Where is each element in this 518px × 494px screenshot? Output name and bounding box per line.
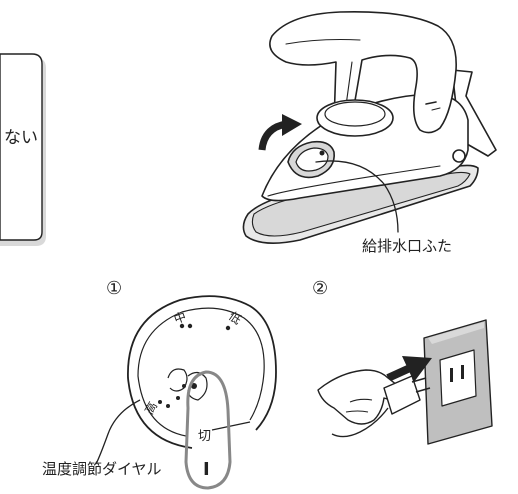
outlet-illustration bbox=[317, 319, 493, 445]
off-position-highlight bbox=[184, 370, 232, 490]
iron-handle bbox=[269, 10, 457, 134]
temperature-dial bbox=[95, 295, 277, 490]
step1-number: ① bbox=[106, 278, 122, 299]
cap-leader-line bbox=[315, 160, 399, 233]
cap-label: 給排水口ふた bbox=[362, 237, 452, 255]
insert-direction-arrow bbox=[386, 364, 412, 382]
dial-leader-line bbox=[95, 399, 141, 465]
iron-illustration bbox=[242, 10, 497, 244]
note-box: ない bbox=[0, 53, 46, 246]
dial-label: 温度調節ダイヤル bbox=[42, 460, 162, 478]
dial-mark-off: 切 bbox=[198, 429, 211, 444]
step2-number: ② bbox=[312, 278, 328, 299]
power-plug bbox=[383, 375, 421, 415]
dial-mark-medium: 中 bbox=[172, 308, 188, 326]
dial-mark-zero: I bbox=[203, 459, 210, 480]
note-box-text: ない bbox=[4, 128, 38, 148]
